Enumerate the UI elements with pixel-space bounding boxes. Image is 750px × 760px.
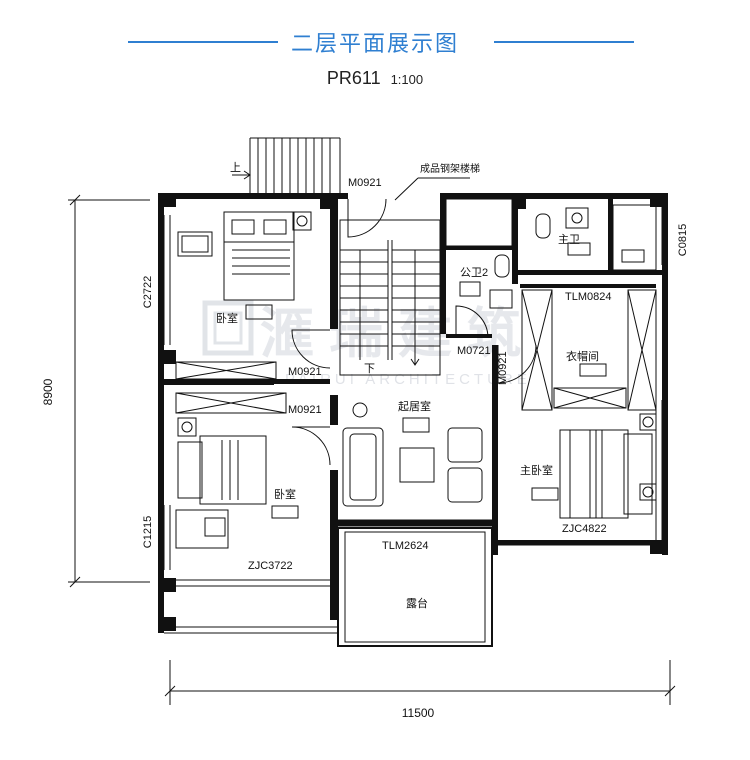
- window-c1215: C1215: [142, 516, 154, 548]
- exterior-stair: [232, 137, 341, 193]
- room-bath2: 公卫2: [460, 267, 488, 279]
- bed-bedroom2: [175, 392, 299, 549]
- plan-code: PR611 1:100: [0, 68, 750, 89]
- room-bedroom2: 卧室: [274, 487, 296, 501]
- interior-walls: [164, 199, 662, 620]
- door-m0721: M0721: [457, 345, 491, 357]
- window-c2722: C2722: [142, 276, 154, 308]
- closet-furniture: [521, 289, 657, 411]
- public-bathroom: [445, 198, 513, 309]
- door-m0921-bedroom1: M0921: [288, 366, 322, 378]
- door-tlm2624: TLM2624: [382, 540, 428, 552]
- depth-label: 8900: [41, 378, 55, 405]
- window-zjc3722: ZJC3722: [248, 560, 293, 572]
- door-m0921-master: M0921: [497, 351, 509, 385]
- title-rule-left: [128, 41, 278, 43]
- master-bathroom: [535, 204, 657, 271]
- page-title: 二层平面展示图: [290, 32, 459, 57]
- plan-scale: 1:100: [390, 72, 424, 87]
- room-terrace: 露台: [406, 596, 428, 610]
- door-m0921-bedroom2: M0921: [288, 404, 322, 416]
- interior-stair: [339, 177, 470, 376]
- dimension-width: [164, 660, 676, 705]
- stair-down-label: 下: [364, 363, 375, 375]
- plan-code-text: PR611: [326, 68, 381, 88]
- room-master-bath: 主卫: [558, 233, 580, 246]
- exterior-walls: [158, 193, 668, 633]
- window-c0815: C0815: [677, 224, 689, 256]
- stair-up-label: 上: [230, 161, 241, 174]
- bed-master: [531, 413, 657, 519]
- dimension-depth: [68, 194, 150, 588]
- window-marks: [163, 205, 663, 587]
- room-master-bedroom: 主卧室: [520, 463, 553, 477]
- door-m0921-stair: M0921: [348, 177, 382, 189]
- window-zjc4822: ZJC4822: [562, 523, 607, 535]
- title-rule-right: [494, 41, 634, 43]
- room-living: 起居室: [398, 399, 431, 413]
- page-header: 二层平面展示图: [0, 26, 750, 58]
- door-tlm0824: TLM0824: [565, 291, 611, 303]
- terrace: [164, 519, 493, 647]
- living-furniture: [342, 402, 483, 507]
- width-label: 11500: [402, 706, 435, 720]
- bed-bedroom1: [175, 211, 312, 380]
- steel-stair-label: 成品钢架楼梯: [420, 162, 480, 175]
- room-bedroom1: 卧室: [216, 311, 238, 325]
- room-closet: 衣帽间: [566, 349, 599, 363]
- door-swings: [291, 198, 537, 466]
